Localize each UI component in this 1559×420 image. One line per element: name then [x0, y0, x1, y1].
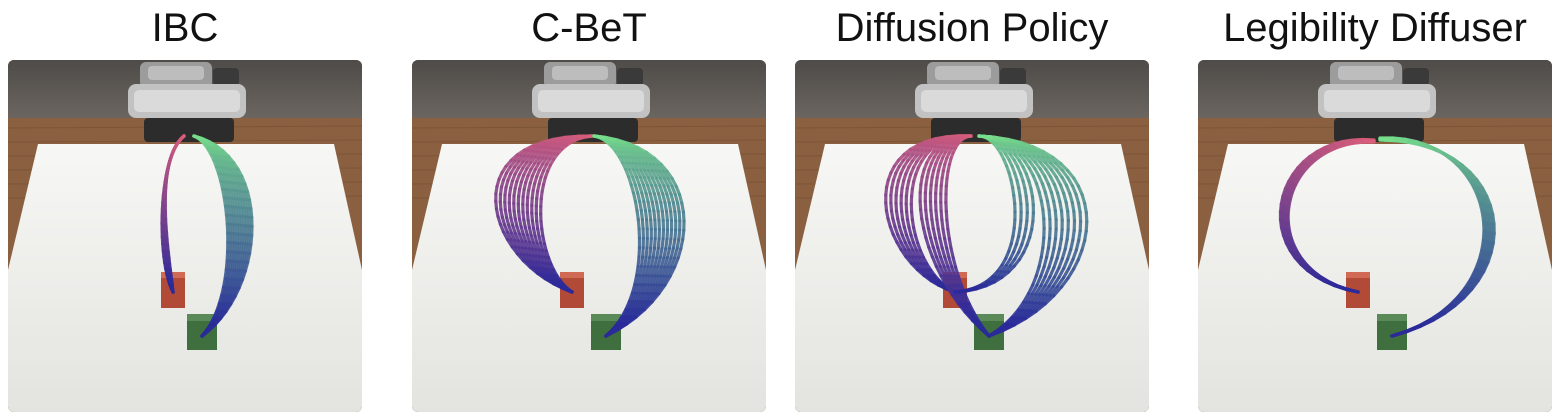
scene-render [8, 60, 362, 412]
panel-diffusion-policy [795, 60, 1149, 412]
trajectory-left-11 [944, 134, 991, 338]
panel-title-diffusion-policy: Diffusion Policy [835, 6, 1109, 50]
trajectory-bundle [494, 134, 686, 338]
panel-cbet [412, 60, 766, 412]
panel-title-ibc: IBC [151, 6, 219, 50]
trajectory-right-11 [977, 134, 1089, 338]
trajectory-left-11 [1286, 140, 1376, 294]
scene-render [1198, 60, 1552, 412]
table-surface [412, 144, 766, 412]
scene-render [412, 60, 766, 412]
scene-render [795, 60, 1149, 412]
robot-arm [915, 62, 1033, 142]
trajectory-right-10 [192, 134, 254, 338]
robot-arm [532, 62, 650, 142]
trajectory-left-10 [539, 134, 594, 294]
panel-ibc [8, 60, 362, 412]
robot-arm [1318, 62, 1436, 142]
trajectory-left-8 [163, 134, 186, 294]
panel-title-legibility-diffuser: Legibility Diffuser [1223, 6, 1527, 50]
trajectory-bundle [160, 134, 254, 338]
trajectory-right-11 [1378, 138, 1496, 338]
robot-arm [128, 62, 246, 142]
panel-title-cbet: C-BeT [531, 6, 647, 50]
table-surface [795, 144, 1149, 412]
trajectory-bundle [1278, 136, 1496, 338]
trajectory-right-11 [592, 134, 686, 338]
panel-legibility-diffuser [1198, 60, 1552, 412]
table-surface [1198, 144, 1552, 412]
trajectory-bundle [884, 134, 1089, 338]
